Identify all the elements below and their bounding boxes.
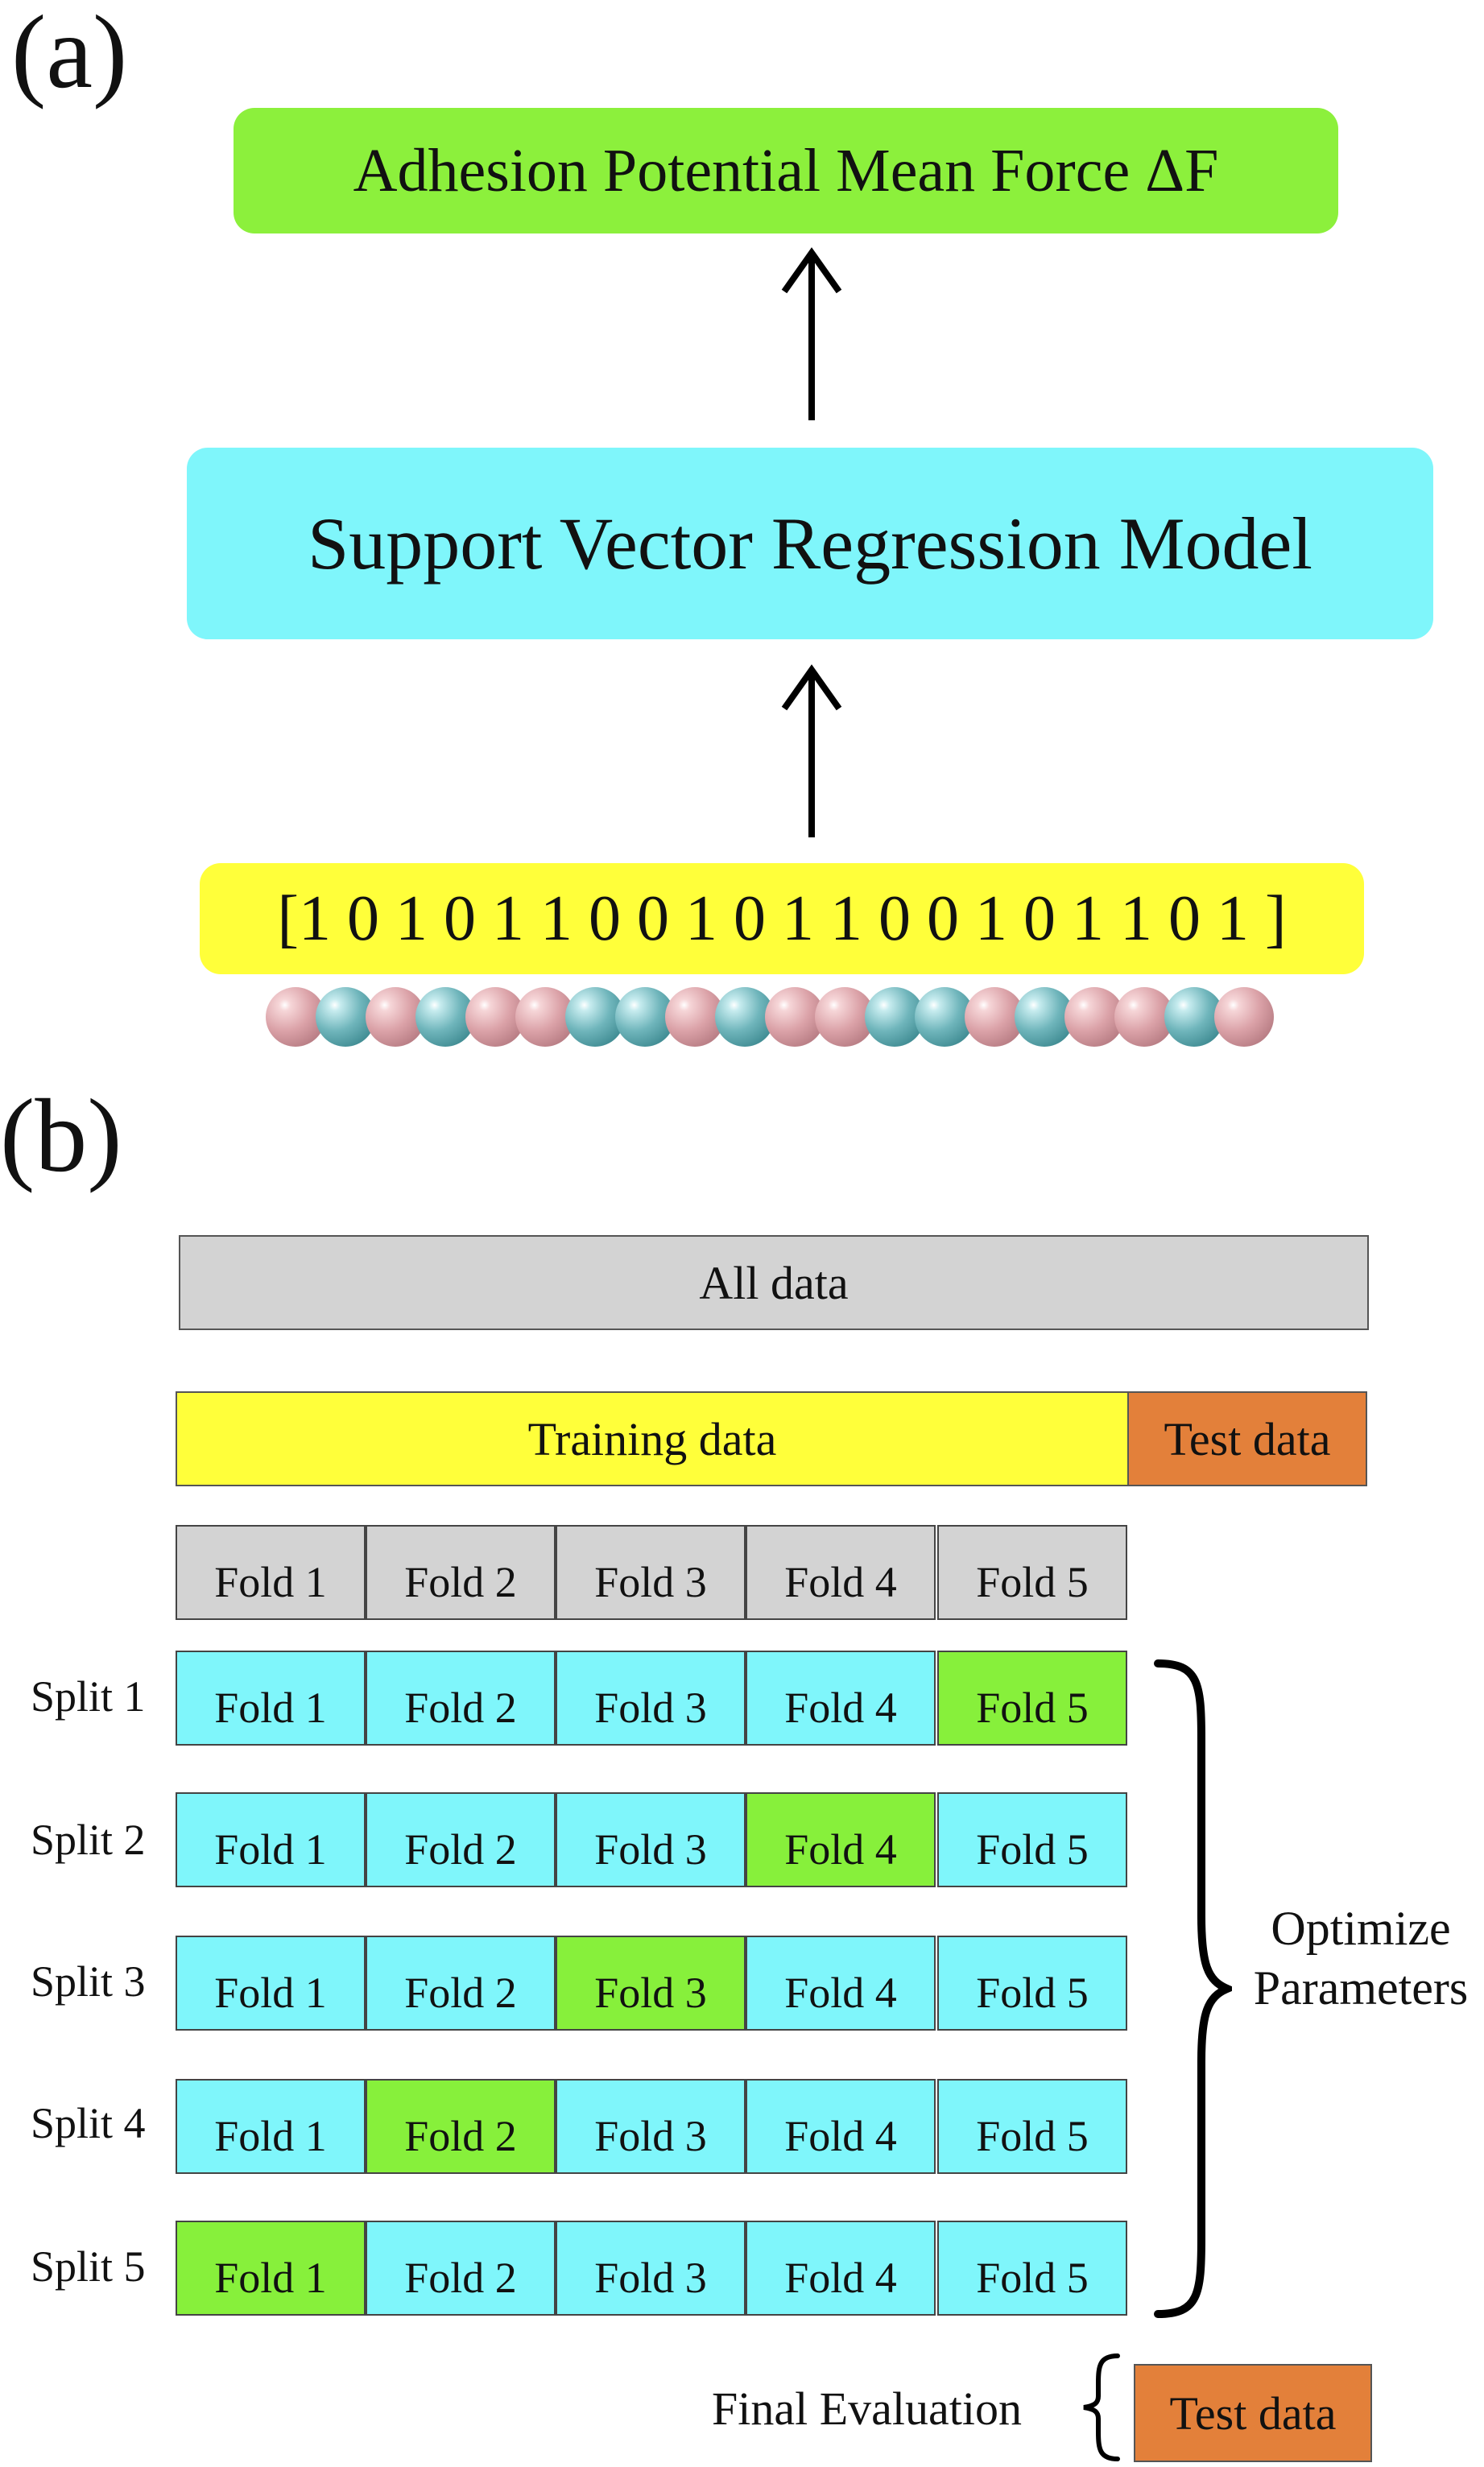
split-fold-cell: Fold 4	[746, 1651, 936, 1746]
bead	[815, 987, 874, 1047]
split-label: Split 5	[31, 2242, 146, 2291]
split-label: Split 1	[31, 1672, 146, 1721]
panel-b-label: (b)	[0, 1078, 122, 1194]
all-data-text: All data	[699, 1256, 849, 1309]
split-fold-cell: Fold 2	[366, 1651, 556, 1746]
split-fold-cell: Fold 3	[556, 2221, 746, 2316]
split-fold-cell: Fold 1	[176, 2221, 366, 2316]
optimize-parameters-label: Optimize Parameters	[1240, 1899, 1482, 2018]
split-fold-cell: Fold 3	[556, 2079, 746, 2174]
split-fold-cell: Fold 5	[937, 2221, 1127, 2316]
all-data-box: All data	[179, 1235, 1369, 1330]
optimize-line1: Optimize	[1271, 1902, 1451, 1955]
split-fold-cell: Fold 1	[176, 1651, 366, 1746]
split-fold-cell: Fold 1	[176, 1936, 366, 2031]
split-fold-cell: Fold 2	[366, 1792, 556, 1887]
bead	[765, 987, 825, 1047]
curly-brace-icon	[1154, 1659, 1232, 2318]
bead	[615, 987, 675, 1047]
arrow-up-icon	[781, 664, 842, 837]
bead	[965, 987, 1024, 1047]
split-fold-cell: Fold 4	[746, 2221, 936, 2316]
optimize-line2: Parameters	[1253, 1961, 1469, 2015]
split-fold-cell: Fold 5	[937, 1792, 1127, 1887]
training-data-text: Training data	[527, 1412, 777, 1465]
split-fold-cell: Fold 4	[746, 1792, 936, 1887]
bead	[1064, 987, 1124, 1047]
model-box: Support Vector Regression Model	[187, 448, 1433, 639]
bead	[316, 987, 375, 1047]
bead	[1164, 987, 1224, 1047]
split-fold-cell: Fold 3	[556, 1651, 746, 1746]
fold-header-cell: Fold 3	[556, 1525, 746, 1620]
bead	[515, 987, 575, 1047]
arrow-up-icon	[781, 247, 842, 420]
bead	[1114, 987, 1174, 1047]
split-fold-cell: Fold 2	[366, 1936, 556, 2031]
split-fold-cell: Fold 2	[366, 2221, 556, 2316]
model-box-text: Support Vector Regression Model	[308, 502, 1312, 585]
small-curly-brace-icon	[1083, 2353, 1120, 2461]
panel-a-label: (a)	[11, 0, 128, 110]
output-box: Adhesion Potential Mean Force ΔF	[234, 108, 1338, 233]
bead	[915, 987, 974, 1047]
final-test-data-text: Test data	[1169, 2386, 1337, 2440]
split-fold-cell: Fold 5	[937, 2079, 1127, 2174]
bead	[266, 987, 325, 1047]
bead	[465, 987, 525, 1047]
split-fold-cell: Fold 1	[176, 2079, 366, 2174]
training-data-box: Training data	[176, 1391, 1129, 1486]
bead	[665, 987, 725, 1047]
split-label: Split 2	[31, 1816, 146, 1864]
split-fold-cell: Fold 5	[937, 1651, 1127, 1746]
fold-header-cell: Fold 4	[746, 1525, 936, 1620]
split-fold-cell: Fold 3	[556, 1792, 746, 1887]
split-fold-cell: Fold 5	[937, 1936, 1127, 2031]
fold-header-cell: Fold 1	[176, 1525, 366, 1620]
bead	[415, 987, 475, 1047]
bead	[565, 987, 625, 1047]
split-label: Split 4	[31, 2099, 146, 2147]
final-evaluation-label: Final Evaluation	[712, 2382, 1022, 2435]
test-data-text: Test data	[1164, 1412, 1331, 1465]
final-test-data-box: Test data	[1134, 2364, 1372, 2462]
bead	[366, 987, 425, 1047]
split-fold-cell: Fold 4	[746, 1936, 936, 2031]
fold-header-cell: Fold 2	[366, 1525, 556, 1620]
bead-chain	[266, 987, 1277, 1047]
split-fold-cell: Fold 3	[556, 1936, 746, 2031]
split-fold-cell: Fold 1	[176, 1792, 366, 1887]
split-label: Split 3	[31, 1957, 146, 2006]
fold-header-cell: Fold 5	[937, 1525, 1127, 1620]
split-fold-cell: Fold 2	[366, 2079, 556, 2174]
bead	[1015, 987, 1074, 1047]
test-data-box: Test data	[1127, 1391, 1367, 1486]
bead	[1214, 987, 1274, 1047]
output-box-text: Adhesion Potential Mean Force ΔF	[353, 136, 1219, 205]
split-fold-cell: Fold 4	[746, 2079, 936, 2174]
bead	[865, 987, 924, 1047]
input-box-text: [1 0 1 0 1 1 0 0 1 0 1 1 0 0 1 0 1 1 0 1…	[277, 882, 1287, 954]
bead	[715, 987, 775, 1047]
input-box: [1 0 1 0 1 1 0 0 1 0 1 1 0 0 1 0 1 1 0 1…	[200, 863, 1364, 974]
